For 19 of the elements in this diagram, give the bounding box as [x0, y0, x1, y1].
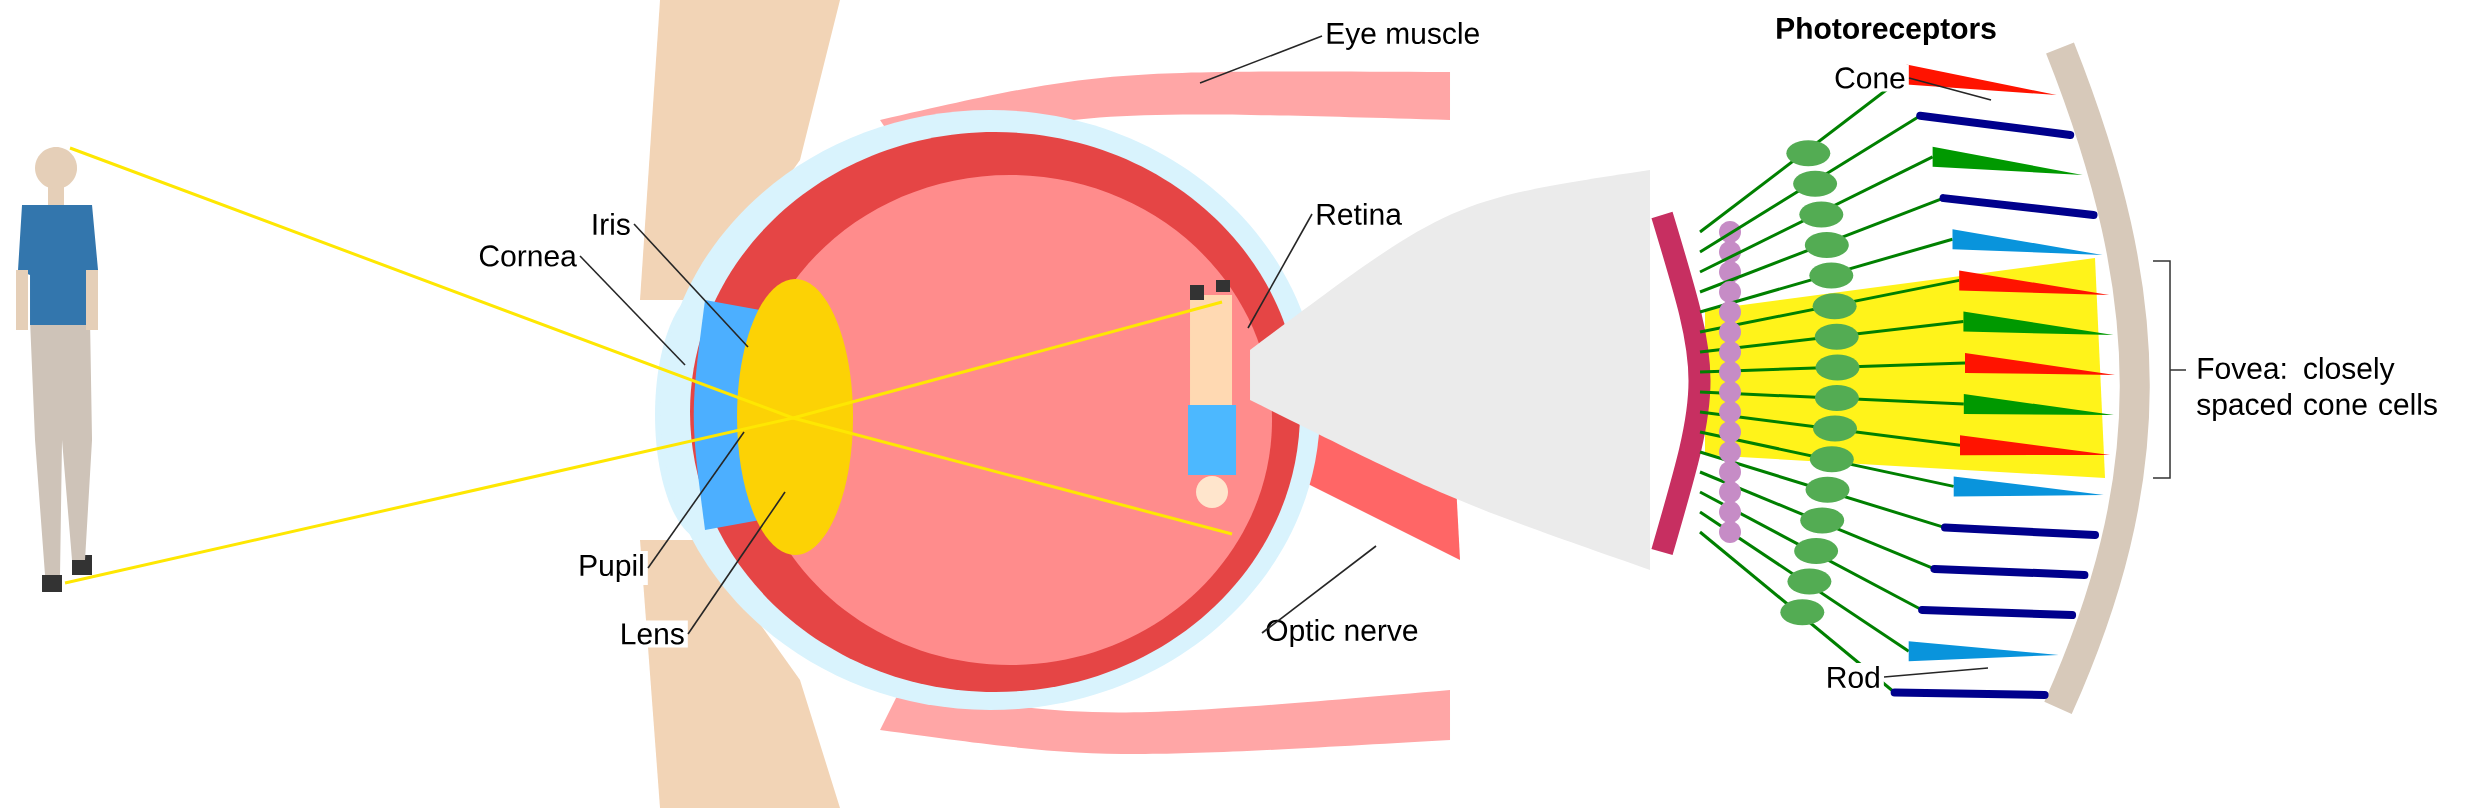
- part-label: Retina: [1312, 200, 1405, 228]
- leader-line: [1247, 213, 1313, 329]
- leader-line: [647, 431, 745, 569]
- part-label: Cone: [1831, 64, 1909, 92]
- leader-line: [1908, 77, 1992, 101]
- panel-title: Photoreceptors: [1777, 17, 1996, 45]
- part-label: Cornea: [475, 242, 580, 270]
- leader-line: [1199, 35, 1323, 84]
- part-label: Pupil: [575, 551, 648, 585]
- part-label: Optic nerve: [1262, 616, 1422, 650]
- leader-line: [579, 255, 686, 366]
- part-label: Rod: [1822, 663, 1884, 691]
- part-label: Iris: [587, 210, 634, 238]
- leader-line: [1261, 545, 1377, 634]
- part-label: Eye muscle: [1322, 19, 1484, 53]
- part-label: Lens: [616, 620, 688, 648]
- region-label: Fovea: closely spaced cone cells: [2197, 357, 2437, 421]
- leader-line: [687, 491, 786, 635]
- leader-line: [1883, 667, 1989, 678]
